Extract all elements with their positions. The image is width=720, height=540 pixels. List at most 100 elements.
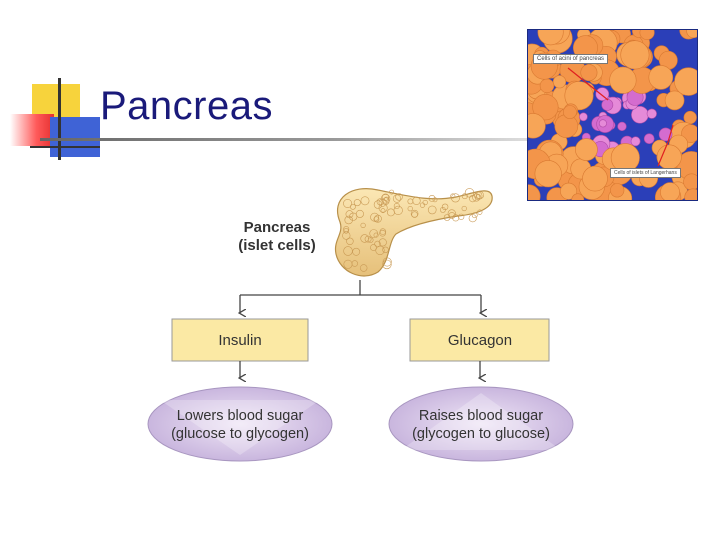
islet-cell (617, 121, 627, 131)
organ-lobule (375, 245, 385, 255)
acinar-cell (609, 66, 637, 94)
organ-label: Pancreas (244, 219, 311, 236)
islet-cell (579, 112, 588, 122)
organ-lobule (376, 198, 384, 206)
organ-lobule (393, 205, 403, 215)
acinar-cell (575, 138, 598, 161)
raises-sugar-ellipse (388, 386, 574, 462)
pancreas-illustration (334, 188, 493, 277)
organ-lobule (461, 193, 468, 200)
organ-lobule (343, 246, 353, 256)
organ-lobule (410, 209, 419, 218)
lowers-sugar-ellipse (147, 386, 333, 462)
lowers-sugar-detail: (glucose to glycogen) (171, 426, 309, 442)
corner-decoration (0, 0, 100, 165)
raises-sugar-detail: (glycogen to glucose) (412, 426, 550, 442)
organ-lobule (381, 193, 390, 201)
acinar-cell (610, 183, 625, 198)
organ-lobule (448, 212, 456, 219)
organ-lobule (477, 209, 483, 215)
islet-cell (643, 133, 655, 144)
pancreas-micrograph: Cells of acini of pancreas Cells of isle… (527, 29, 698, 201)
organ-lobule (360, 264, 368, 272)
acinar-cell (686, 30, 697, 39)
organ-lobule (471, 212, 478, 219)
acinar-cell (528, 113, 546, 139)
insulin-label: Insulin (218, 332, 261, 349)
organ-lobule (349, 212, 358, 221)
acinar-cell (537, 30, 564, 46)
organ-lobule (422, 199, 428, 206)
organ-lobule (342, 231, 351, 240)
organ-lobule (373, 216, 380, 223)
acinar-cell (528, 184, 541, 200)
slide-title: Pancreas (100, 84, 273, 128)
lowers-sugar-highlight (160, 400, 320, 455)
vertical-line (58, 78, 61, 160)
acinar-cell (674, 67, 697, 96)
organ-lobule (468, 214, 477, 223)
organ-lobule (464, 188, 475, 198)
acinar-cell (684, 188, 697, 200)
organ-lobule (373, 232, 379, 238)
organ-lobule (447, 209, 456, 218)
organ-lobule (407, 206, 413, 212)
acinar-cell (571, 193, 585, 200)
acinar-cell (564, 81, 594, 111)
organ-lobule (360, 196, 370, 206)
organ-lobule (382, 197, 390, 205)
organ-lobule (343, 199, 353, 209)
acinar-cell (532, 93, 559, 121)
islet-cell (630, 136, 641, 147)
organ-lobule (382, 246, 389, 254)
acinar-cell (664, 90, 685, 111)
organ-lobule (419, 202, 426, 208)
organ-lobule (393, 203, 400, 210)
acinar-cell (563, 105, 577, 119)
organ-lobule (458, 213, 465, 220)
acinar-cell (580, 64, 598, 82)
organ-lobule (346, 237, 354, 246)
acinar-cell (552, 75, 567, 89)
organ-lobule (411, 211, 418, 218)
organ-lobule (343, 259, 353, 269)
organ-lobule (441, 203, 449, 211)
organ-lobule (452, 214, 460, 222)
micrograph-label-islets: Cells of islets of Langerhans (610, 168, 681, 178)
horizontal-line (30, 146, 100, 148)
organ-lobule (474, 191, 483, 200)
islet-cell (646, 108, 657, 119)
organ-lobule (461, 205, 467, 212)
organ-lobule (428, 194, 436, 202)
insulin-box (171, 318, 309, 362)
organ-lobule (378, 238, 387, 247)
pointer-line (567, 67, 609, 101)
raises-sugar-label: Raises blood sugar (419, 408, 543, 424)
pancreas-organ (334, 188, 493, 277)
organ-lobule (360, 222, 366, 228)
glucagon-box (409, 318, 550, 362)
acinar-cell (639, 30, 655, 40)
organ-lobule (469, 195, 477, 203)
organ-lobule (380, 208, 386, 214)
organ-lobule (355, 209, 364, 218)
glucagon-label: Glucagon (448, 332, 512, 349)
organ-lobule (382, 259, 392, 270)
organ-lobule (407, 198, 414, 205)
islet-cell (598, 119, 607, 128)
organ-lobule (364, 235, 372, 243)
acinar-cell (582, 165, 608, 192)
pancreas-texture (342, 188, 484, 272)
organ-lobule (395, 193, 403, 201)
acinar-cell (534, 160, 562, 188)
raises-sugar-highlight (401, 393, 561, 450)
acinar-cell (648, 65, 674, 90)
title-underline (40, 138, 528, 141)
organ-sublabel: (islet cells) (238, 237, 316, 254)
organ-lobule (450, 193, 460, 203)
organ-lobule (353, 199, 361, 207)
pointer-line (657, 124, 674, 167)
organ-lobule (392, 194, 402, 203)
organ-lobule (475, 194, 481, 199)
